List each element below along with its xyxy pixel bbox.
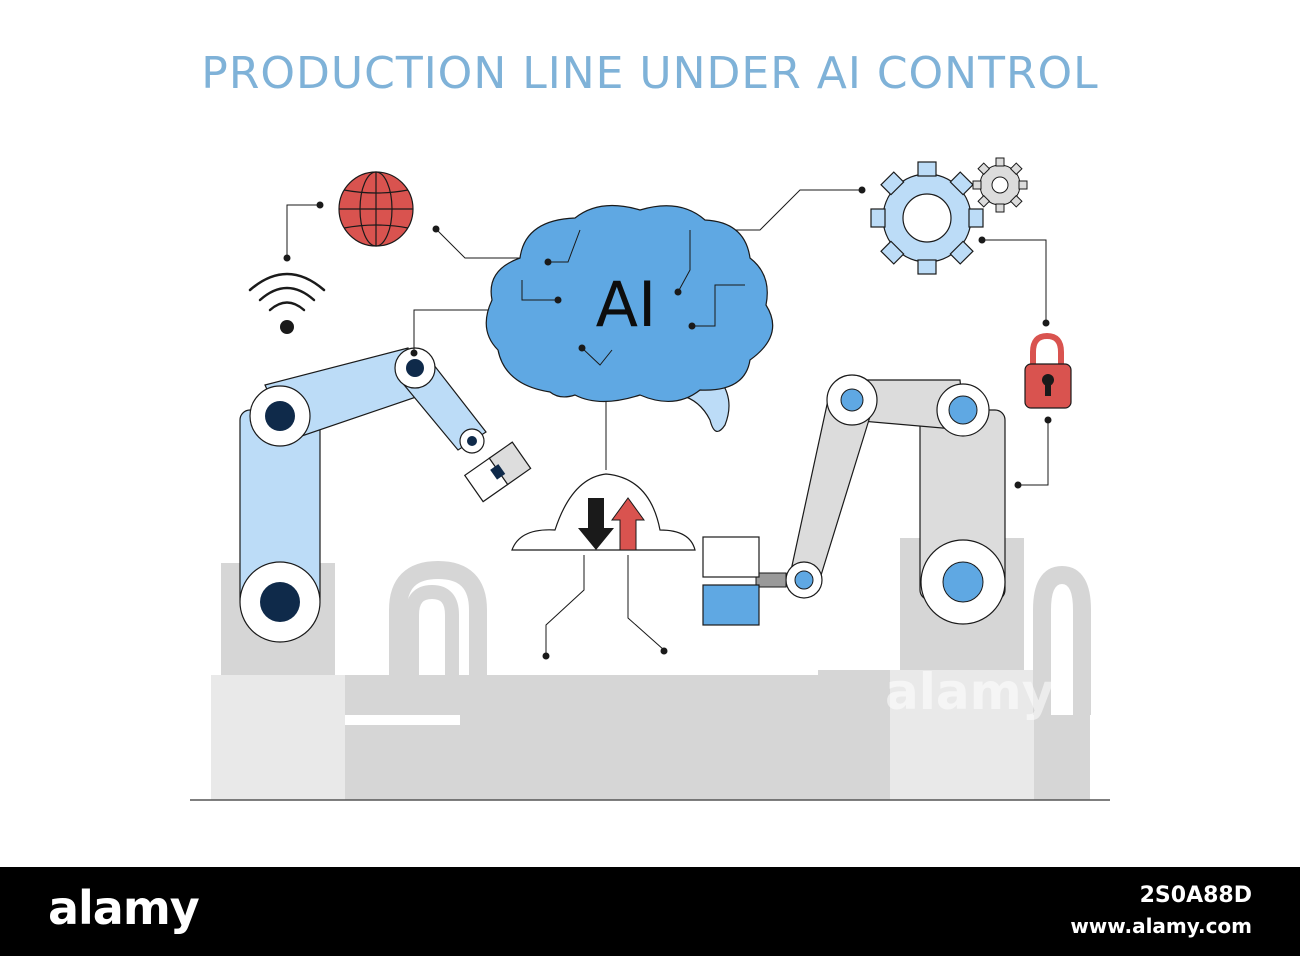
footer-meta: 2S0A88D www.alamy.com [1070,883,1252,938]
footer-url: www.alamy.com [1070,914,1252,938]
brain-label: AI [596,268,657,341]
wifi-icon [248,272,326,334]
robot-arm-right [702,374,1006,626]
cloud-sync-icon [511,473,696,551]
circuit-dots [283,186,1052,660]
footer-brand: alamy [48,881,200,935]
gear-icon [870,157,1028,275]
image-code: 2S0A88D [1139,883,1252,908]
globe-icon [338,171,414,247]
page-title: PRODUCTION LINE UNDER AI CONTROL [201,48,1099,99]
watermark: alamy [885,663,1055,721]
footer-bar: alamy 2S0A88D www.alamy.com [0,867,1300,956]
scene: AI [190,157,1110,801]
lock-icon [1024,332,1072,409]
brain-icon: AI [485,204,774,432]
factory-base [190,538,1110,801]
robot-arm-left [239,347,532,643]
